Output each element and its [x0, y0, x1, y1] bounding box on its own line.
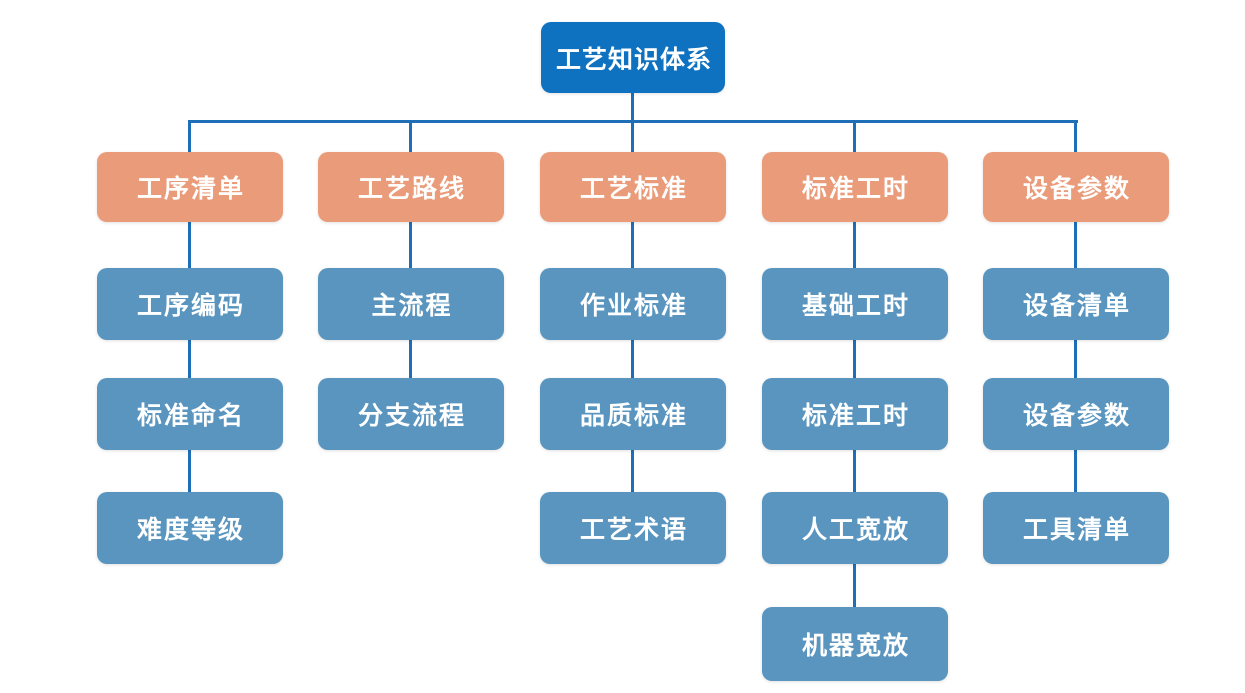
connector-col4-seg3	[853, 450, 856, 492]
child-node: 分支流程	[318, 378, 504, 450]
connector-col4-seg1	[853, 222, 856, 268]
connector-col4-seg2	[853, 340, 856, 378]
child-node: 标准命名	[97, 378, 283, 450]
connector-col1-seg3	[188, 450, 191, 492]
connector-col3-seg2	[631, 340, 634, 378]
child-node: 难度等级	[97, 492, 283, 564]
branch-node-standard-hours: 标准工时	[762, 152, 948, 222]
connector-col3-seg3	[631, 450, 634, 492]
node-root: 工艺知识体系	[541, 22, 725, 93]
connector-col2-seg2	[409, 340, 412, 378]
child-node: 标准工时	[762, 378, 948, 450]
child-node: 设备参数	[983, 378, 1169, 450]
child-node: 机器宽放	[762, 607, 948, 681]
branch-node-process-list: 工序清单	[97, 152, 283, 222]
child-node: 品质标准	[540, 378, 726, 450]
connector-col5-seg3	[1074, 450, 1077, 492]
connector-col1-seg1	[188, 222, 191, 268]
child-node: 设备清单	[983, 268, 1169, 340]
child-node: 主流程	[318, 268, 504, 340]
branch-node-process-route: 工艺路线	[318, 152, 504, 222]
connector-col1-seg2	[188, 340, 191, 378]
child-node: 作业标准	[540, 268, 726, 340]
child-node: 人工宽放	[762, 492, 948, 564]
connector-drop-branch-2	[409, 120, 412, 152]
child-node: 工艺术语	[540, 492, 726, 564]
connector-col3-seg1	[631, 222, 634, 268]
connector-drop-branch-4	[853, 120, 856, 152]
connector-col5-seg1	[1074, 222, 1077, 268]
child-node: 基础工时	[762, 268, 948, 340]
connector-root-drop	[631, 93, 634, 152]
connector-col2-seg1	[409, 222, 412, 268]
connector-col5-seg2	[1074, 340, 1077, 378]
child-node: 工序编码	[97, 268, 283, 340]
child-node: 工具清单	[983, 492, 1169, 564]
connector-drop-branch-5	[1074, 120, 1077, 152]
branch-node-equipment-params: 设备参数	[983, 152, 1169, 222]
connector-drop-branch-1	[188, 120, 191, 152]
branch-node-process-standard: 工艺标准	[540, 152, 726, 222]
connector-col4-seg4	[853, 564, 856, 607]
